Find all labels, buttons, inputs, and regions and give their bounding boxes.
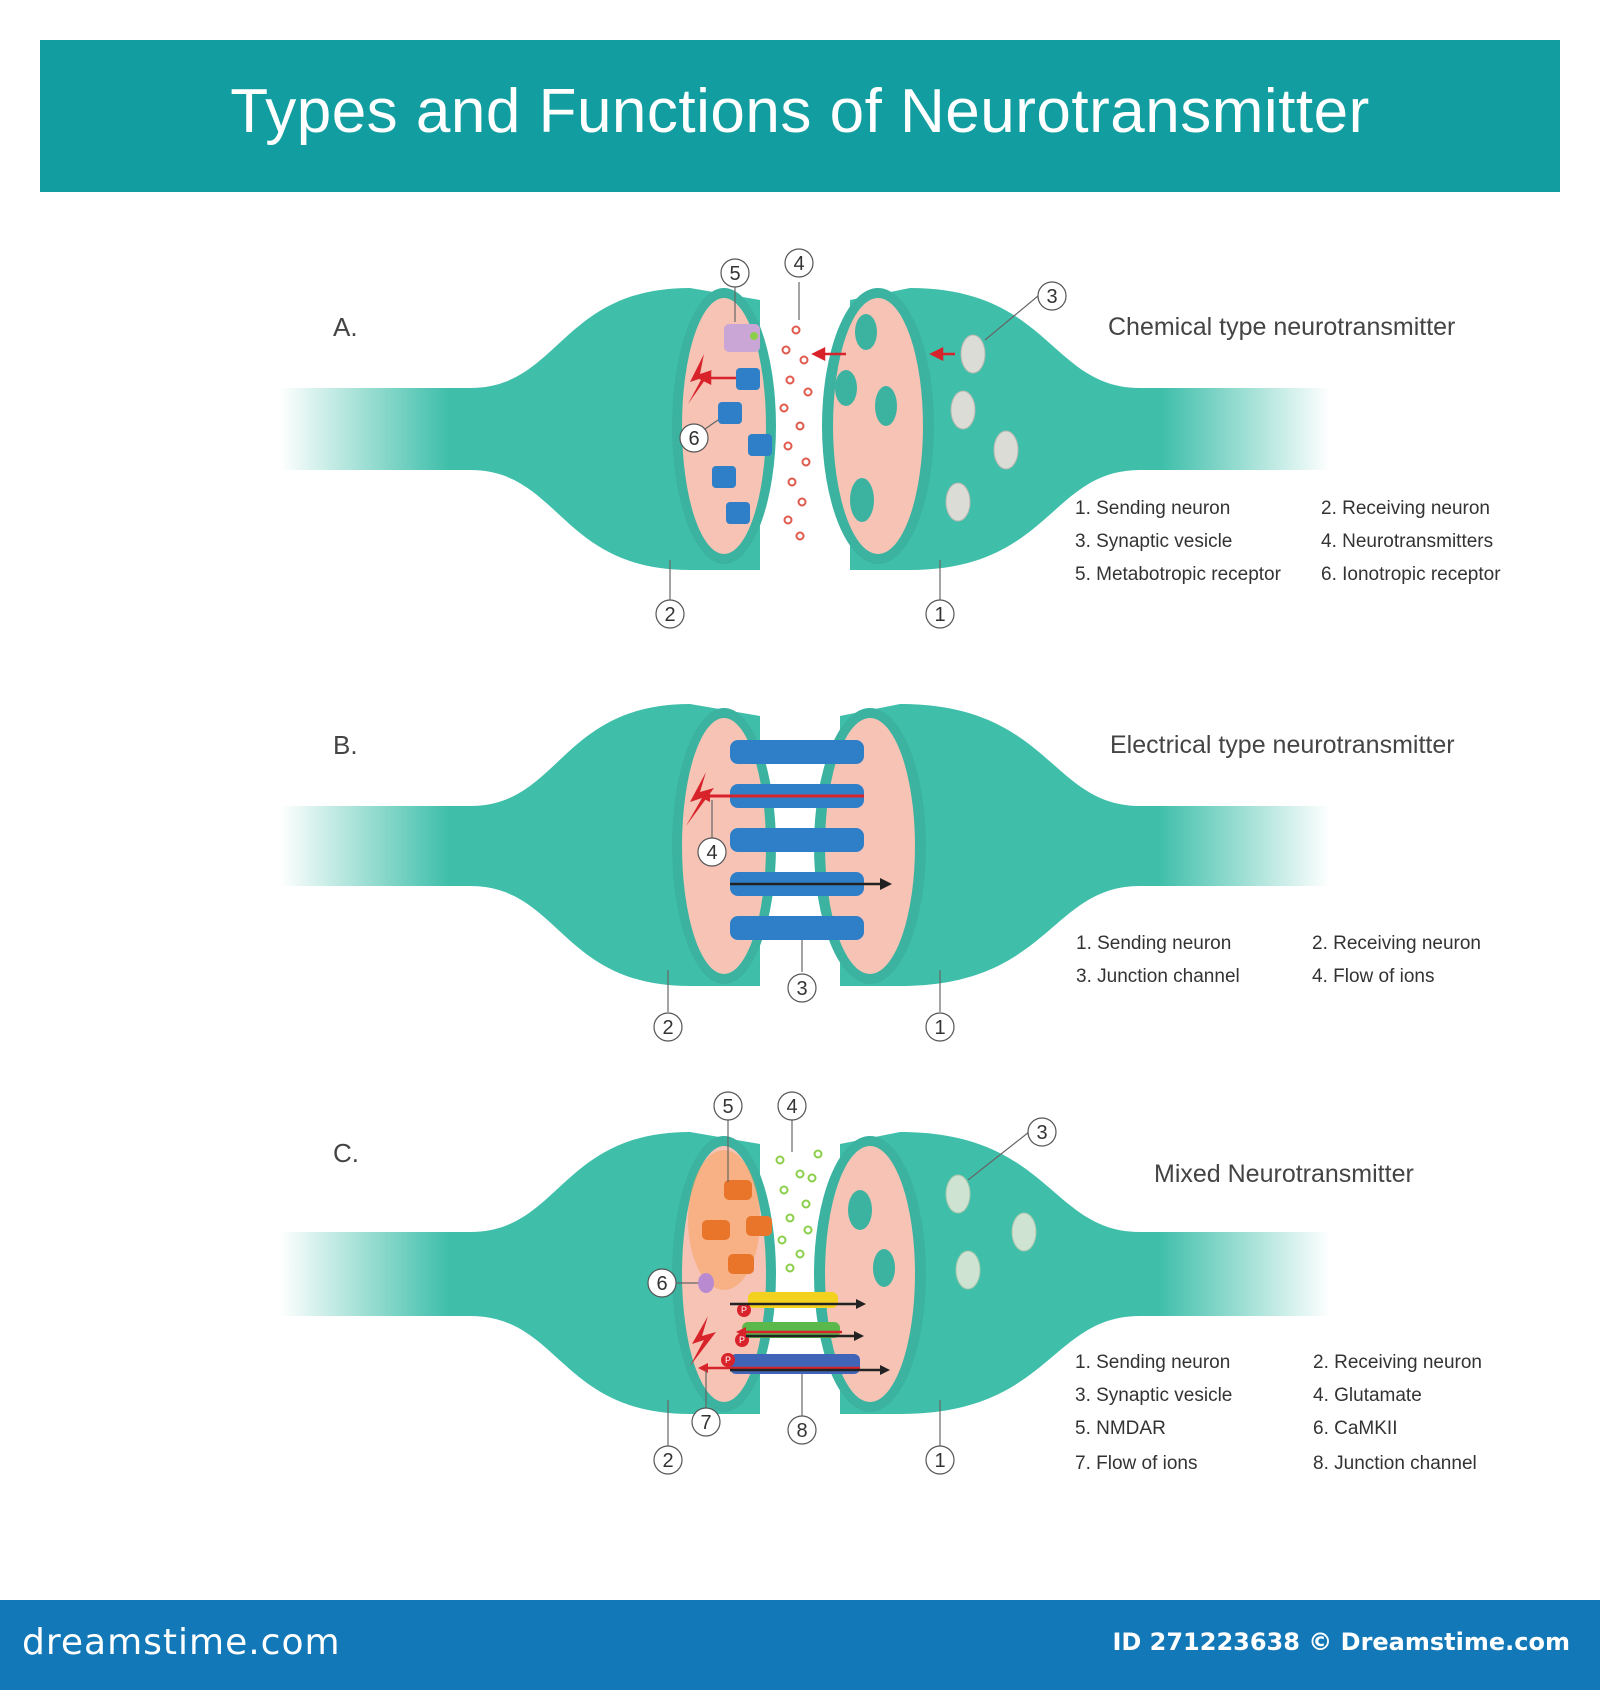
numbered-markers [653, 837, 955, 1042]
marker-1: 1 [934, 604, 945, 626]
glutamate-dots [775, 1149, 823, 1273]
legend-item: 4. Neurotransmitters [1321, 531, 1494, 552]
marker-2: 2 [662, 1017, 673, 1039]
marker-3: 3 [1046, 286, 1057, 308]
panel-electrical: B. Electrical type neurotransmitter [0, 650, 1600, 1050]
neurotransmitter-dots [779, 325, 813, 541]
marker-6: 6 [688, 428, 699, 450]
marker-7: 7 [700, 1412, 711, 1434]
ion-flow-arrows [698, 1299, 890, 1375]
metabotropic-receptor [724, 324, 760, 352]
synaptic-vesicles [945, 334, 1019, 522]
marker-8: 8 [796, 1420, 807, 1442]
panel-title: Mixed Neurotransmitter [1154, 1160, 1414, 1188]
legend-item: 1. Sending neuron [1076, 933, 1232, 954]
mixed-synapse-diagram: P P P 1 2 3 4 5 6 [280, 1091, 1330, 1475]
panel-title: Chemical type neurotransmitter [1108, 313, 1456, 341]
marker-5: 5 [729, 263, 740, 285]
legend-item: 1. Sending neuron [1075, 1352, 1231, 1373]
nmdar-receptors [702, 1180, 772, 1274]
marker-3: 3 [796, 978, 807, 1000]
legend-item: 6. CaMKII [1313, 1418, 1398, 1439]
panel-mixed: C. Mixed Neurotransmitter [0, 1070, 1600, 1490]
receiving-neuron-body [280, 704, 760, 986]
marker-4: 4 [793, 253, 804, 275]
marker-6: 6 [656, 1273, 667, 1295]
legend-item: 2. Receiving neuron [1321, 498, 1490, 519]
marker-4: 4 [706, 842, 717, 864]
phospho-label: P [725, 1355, 731, 1365]
panel-letter: A. [333, 312, 358, 342]
legend-item: 7. Flow of ions [1075, 1453, 1198, 1474]
electrical-synapse-diagram: 1 2 3 4 [280, 704, 1330, 1042]
marker-3: 3 [1036, 1122, 1047, 1144]
receiving-neuron-body [280, 288, 760, 570]
ionotropic-receptors [712, 368, 772, 524]
panel-letter: B. [333, 730, 358, 760]
chemical-synapse-diagram: 1 2 3 4 5 6 [280, 248, 1330, 629]
camkii [698, 1273, 714, 1293]
marker-4: 4 [786, 1096, 797, 1118]
legend-item: 5. NMDAR [1075, 1418, 1166, 1439]
legend-item: 3. Junction channel [1076, 966, 1240, 987]
synaptic-vesicles [945, 1174, 1037, 1290]
signal-arrows [697, 346, 955, 386]
legend-item: 4. Flow of ions [1312, 966, 1435, 987]
page-title: Types and Functions of Neurotransmitter [230, 77, 1370, 146]
legend-item: 4. Glutamate [1313, 1385, 1422, 1406]
legend-item: 2. Receiving neuron [1312, 933, 1481, 954]
legend-item: 1. Sending neuron [1075, 498, 1231, 519]
sending-neuron-body [840, 704, 1330, 986]
legend-item: 6. Ionotropic receptor [1321, 564, 1501, 585]
brand-logo-text: dreamstime.com [22, 1622, 341, 1663]
legend-item: 3. Synaptic vesicle [1075, 531, 1233, 552]
receiving-neuron-body [280, 1132, 760, 1414]
numbered-markers [655, 248, 1067, 629]
panel-title: Electrical type neurotransmitter [1110, 731, 1455, 759]
phospho-label: P [741, 1305, 747, 1315]
legend-item: 5. Metabotropic receptor [1075, 564, 1281, 585]
phospho-label: P [739, 1335, 745, 1345]
action-potential-icon [690, 1316, 716, 1366]
marker-2: 2 [664, 604, 675, 626]
action-potential-icon [688, 354, 712, 404]
numbered-markers [647, 1091, 1057, 1475]
legend-item: 3. Synaptic vesicle [1075, 1385, 1233, 1406]
marker-1: 1 [934, 1017, 945, 1039]
legend-item: 2. Receiving neuron [1313, 1352, 1482, 1373]
panel-letter: C. [333, 1138, 359, 1168]
image-id-text: ID 271223638 © Dreamstime.com [1112, 1628, 1570, 1656]
legend-item: 8. Junction channel [1313, 1453, 1477, 1474]
title-banner: Types and Functions of Neurotransmitter [40, 40, 1560, 192]
marker-1: 1 [934, 1450, 945, 1472]
panel-chemical: A. Chemical type neurotransmitter [0, 230, 1600, 630]
footer-bar: dreamstime.com ID 271223638 © Dreamstime… [0, 1600, 1600, 1690]
marker-2: 2 [662, 1450, 673, 1472]
marker-5: 5 [722, 1096, 733, 1118]
